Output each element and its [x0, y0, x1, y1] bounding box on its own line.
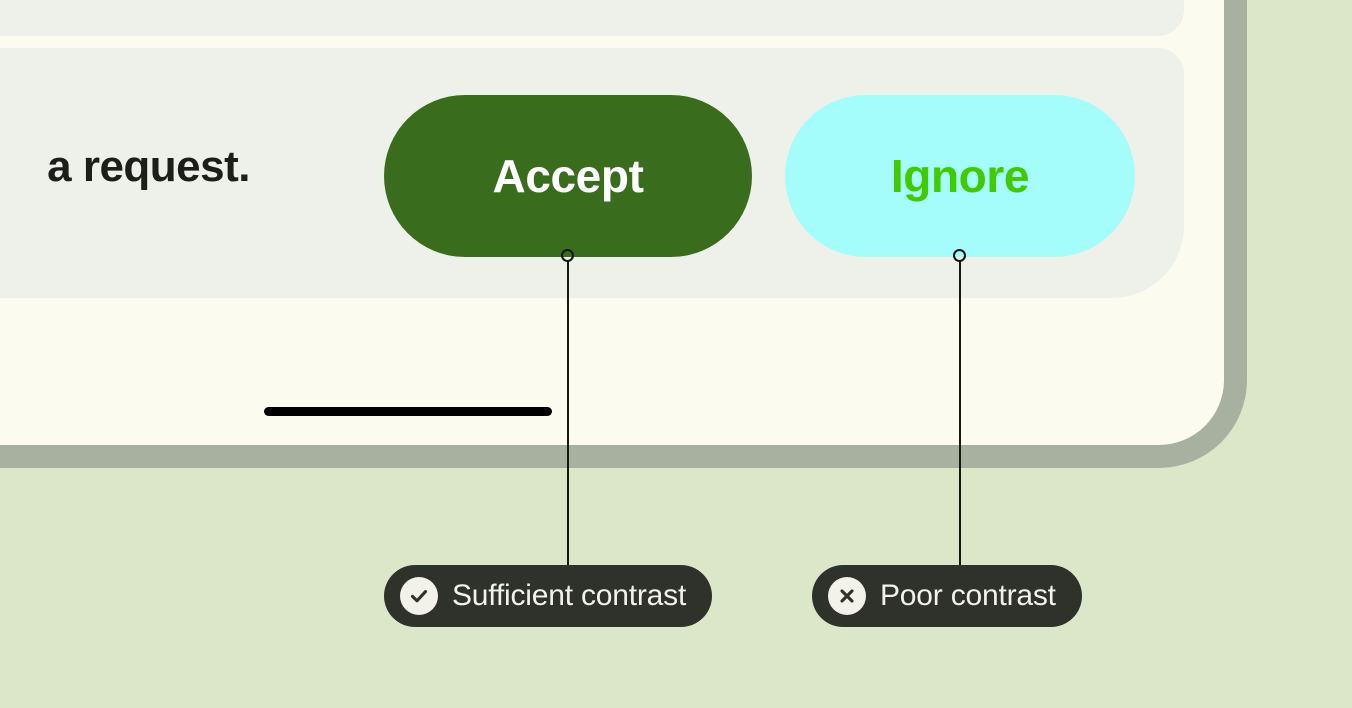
x-circle-icon [828, 577, 866, 615]
ignore-button[interactable]: Ignore [785, 95, 1135, 257]
leader-dot-accept [561, 249, 574, 262]
home-indicator-bar [264, 407, 552, 416]
leader-line-ignore [959, 261, 961, 565]
leader-dot-ignore [953, 249, 966, 262]
leader-line-accept [567, 261, 569, 565]
annotation-badge-poor-contrast: Poor contrast [812, 565, 1082, 627]
annotation-label-poor: Poor contrast [880, 579, 1056, 612]
annotation-badge-sufficient-contrast: Sufficient contrast [384, 565, 713, 627]
annotation-label-sufficient: Sufficient contrast [452, 579, 687, 612]
list-row-partial-top [0, 0, 1184, 36]
request-row-text: a request. [47, 142, 250, 191]
accept-button[interactable]: Accept [384, 95, 752, 257]
check-circle-icon [400, 577, 438, 615]
